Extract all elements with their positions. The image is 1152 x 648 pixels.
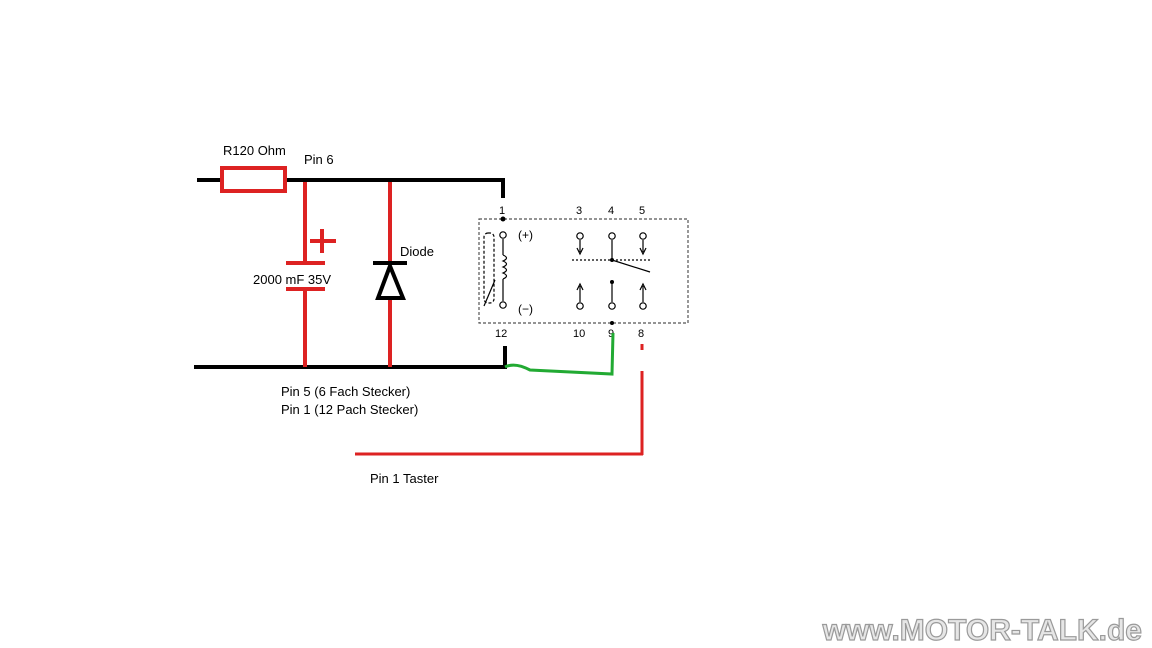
pin1-label: Pin 1 (12 Pach Stecker)	[281, 402, 418, 417]
relay-pin-5: 5	[639, 205, 645, 217]
relay-pin-12: 12	[495, 328, 507, 340]
black-wires	[194, 178, 507, 369]
relay-plus-label: (+)	[518, 228, 533, 242]
watermark: www.MOTOR-TALK.de	[822, 614, 1142, 647]
diode-branch	[373, 182, 407, 367]
relay: (+) (−) 1 3 4 5 12 10 9 8	[478, 205, 689, 340]
relay-pin-1: 1	[499, 205, 505, 217]
capacitor-label: 2000 mF 35V	[253, 272, 331, 287]
diode-label: Diode	[400, 244, 434, 259]
green-wire	[504, 332, 615, 376]
capacitor-symbol	[286, 182, 336, 367]
relay-pin-10: 10	[573, 328, 585, 340]
relay-pin-9: 9	[608, 328, 614, 340]
pin6-label: Pin 6	[304, 152, 334, 167]
red-taster-wire	[355, 344, 644, 456]
relay-pin-3: 3	[576, 205, 582, 217]
taster-label: Pin 1 Taster	[370, 471, 439, 486]
relay-box	[478, 218, 689, 324]
relay-contacts	[572, 232, 651, 310]
diode-triangle	[375, 260, 406, 300]
resistor-symbol	[220, 166, 287, 193]
relay-minus-label: (−)	[518, 302, 533, 316]
resistor-label: R120 Ohm	[223, 143, 286, 158]
relay-pin-4: 4	[608, 205, 614, 217]
relay-pin-8: 8	[638, 328, 644, 340]
pin5-label: Pin 5 (6 Fach Stecker)	[281, 384, 410, 399]
relay-coil	[483, 231, 508, 309]
